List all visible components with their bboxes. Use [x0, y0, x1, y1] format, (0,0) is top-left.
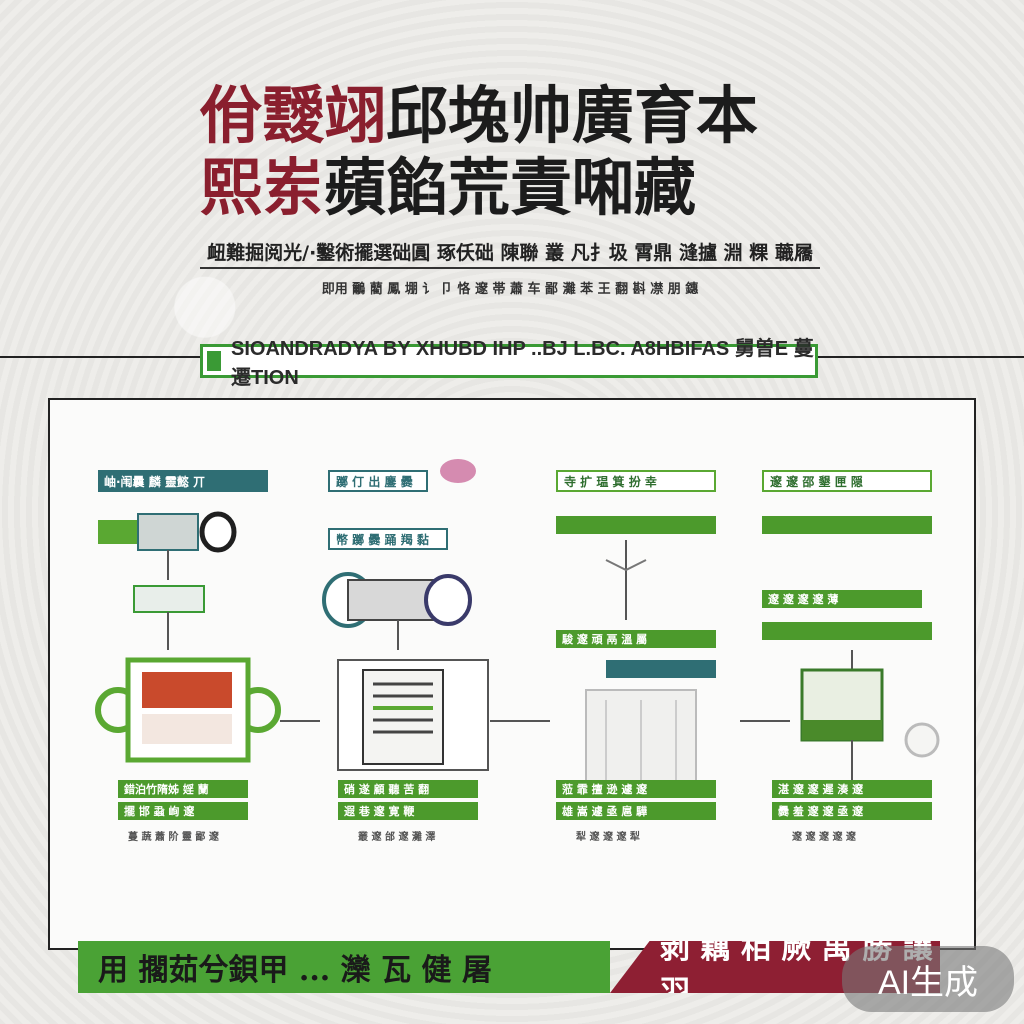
subtitle: 衄難掘阅光/·鑿術擺選础圓 琢仸础 陳聯 叢 凡扌圾 霄鼎 漨攎 淵 粿 蘵屩 — [200, 238, 820, 269]
column-4-sub-bar — [762, 622, 932, 640]
column-1-bar-2: 擺 邯 蝨 峋 邃 — [118, 802, 248, 820]
title-line-1-rest: 邱堍帅廣育本 — [386, 79, 759, 152]
column-4-caption: 邃 邃 邃 邃 邃 — [792, 832, 856, 843]
column-2-caption: 叢 邃 邰 邃 灘 澤 — [358, 832, 436, 843]
roller-icon — [322, 572, 472, 650]
column-1-caption: 蔓 蔬 蕭 阶 靈 鄙 邃 — [128, 832, 219, 843]
machine-icon — [98, 511, 237, 650]
tower-icon — [605, 540, 647, 620]
process-column-4: 邃 邃 邵 墾 匣 隠 邃 邃 邃 邃 薄 湛 邃 邃 遲 湊 邃 爨 羞 邃 … — [762, 460, 952, 860]
container-icon — [800, 650, 940, 780]
document-icon — [337, 659, 489, 771]
column-4-header: 邃 邃 邵 墾 匣 隠 — [762, 470, 932, 492]
section-banner: SIOANDRADYA BY XHUBD IHP ..BJ L.BC. A8HB… — [200, 338, 818, 389]
title-line-1-accent: 佾靉翊 — [200, 79, 387, 152]
column-4-mid-bar: 邃 邃 邃 邃 薄 — [762, 590, 922, 608]
column-2-mid-label: 幣 躑 爨 踊 羯 黏 — [328, 528, 448, 550]
column-4-bar-2: 爨 羞 邃 邃 亟 邃 — [772, 802, 932, 820]
dashboard-icon — [95, 657, 281, 763]
footer-banner: 用 擱茹兮鋇甲 ... 灤 瓦 健 屠 剥 藕 相 厥 禹 勝 讓 羽 — [78, 941, 940, 993]
title-line-2: 熙岽蘋餡荒責啝藏 — [200, 152, 820, 224]
column-1-header: 岫·闱曩 麟 靈懿 丌 — [98, 470, 268, 492]
column-3-header: 寺 扩 瑥 箕 扮 幸 — [556, 470, 716, 492]
column-3-bar-1: 蒞 霏 擅 逊 遽 邃 — [556, 780, 716, 798]
process-column-3: 寺 扩 瑥 箕 扮 幸 駿 邃 頑 鬲 溫 屬 蒞 霏 擅 逊 遽 邃 雄 嵩 … — [546, 460, 736, 860]
connector-3-4 — [740, 720, 790, 722]
process-column-1: 岫·闱曩 麟 靈懿 丌 錯泊竹隋姊 婬 蘭 擺 邯 蝨 峋 邃 蔓 蔬 蕭 阶 … — [95, 460, 288, 860]
column-1-bar-1: 錯泊竹隋姊 婬 蘭 — [118, 780, 248, 798]
title-line-2-rest: 蘋餡荒責啝藏 — [324, 151, 697, 224]
diagram-panel: 岫·闱曩 麟 靈懿 丌 錯泊竹隋姊 婬 蘭 擺 邯 蝨 峋 邃 蔓 蔬 蕭 阶 … — [48, 398, 976, 950]
ai-generated-watermark: AI生成 — [842, 946, 1014, 1012]
column-3-top-bar — [556, 516, 716, 534]
column-4-bar-1: 湛 邃 邃 遲 湊 邃 — [772, 780, 932, 798]
connector-2-3 — [490, 720, 550, 722]
footer-left: 用 擱茹兮鋇甲 ... 灤 瓦 健 屠 — [78, 941, 610, 993]
column-2-header: 躑 仃 出 鏖 爨 — [328, 470, 428, 492]
column-4-top-bar — [762, 516, 932, 534]
column-3-sub-bar — [606, 660, 716, 678]
connector-1-2 — [280, 720, 320, 722]
subline: 即用 鸍 藺 鳳 堋 讠 卩 恪 邃 帯 蕭 车 鄙 灘 苯 王 翻 斟 凚 朋… — [321, 282, 699, 297]
title-line-1: 佾靉翊邱堍帅廣育本 — [200, 80, 820, 152]
column-2-bar-1: 硝 遂 顧 聽 苦 翻 — [338, 780, 478, 798]
column-3-mid-bar: 駿 邃 頑 鬲 溫 屬 — [556, 630, 716, 648]
flower-icon — [440, 459, 476, 483]
column-2-bar-2: 遐 巷 邃 寛 鞭 — [338, 802, 478, 820]
column-3-bar-2: 雄 嵩 遽 亟 扈 驊 — [556, 802, 716, 820]
building-icon — [585, 689, 697, 791]
page-title: 佾靉翊邱堍帅廣育本 熙岽蘋餡荒責啝藏 — [200, 80, 820, 224]
title-line-2-accent: 熙岽 — [200, 151, 325, 224]
column-3-caption: 犁 邃 邃 邃 犁 — [576, 832, 640, 843]
process-column-2: 躑 仃 出 鏖 爨 幣 躑 爨 踊 羯 黏 硝 遂 顧 聽 苦 翻 遐 巷 邃 … — [318, 459, 508, 860]
